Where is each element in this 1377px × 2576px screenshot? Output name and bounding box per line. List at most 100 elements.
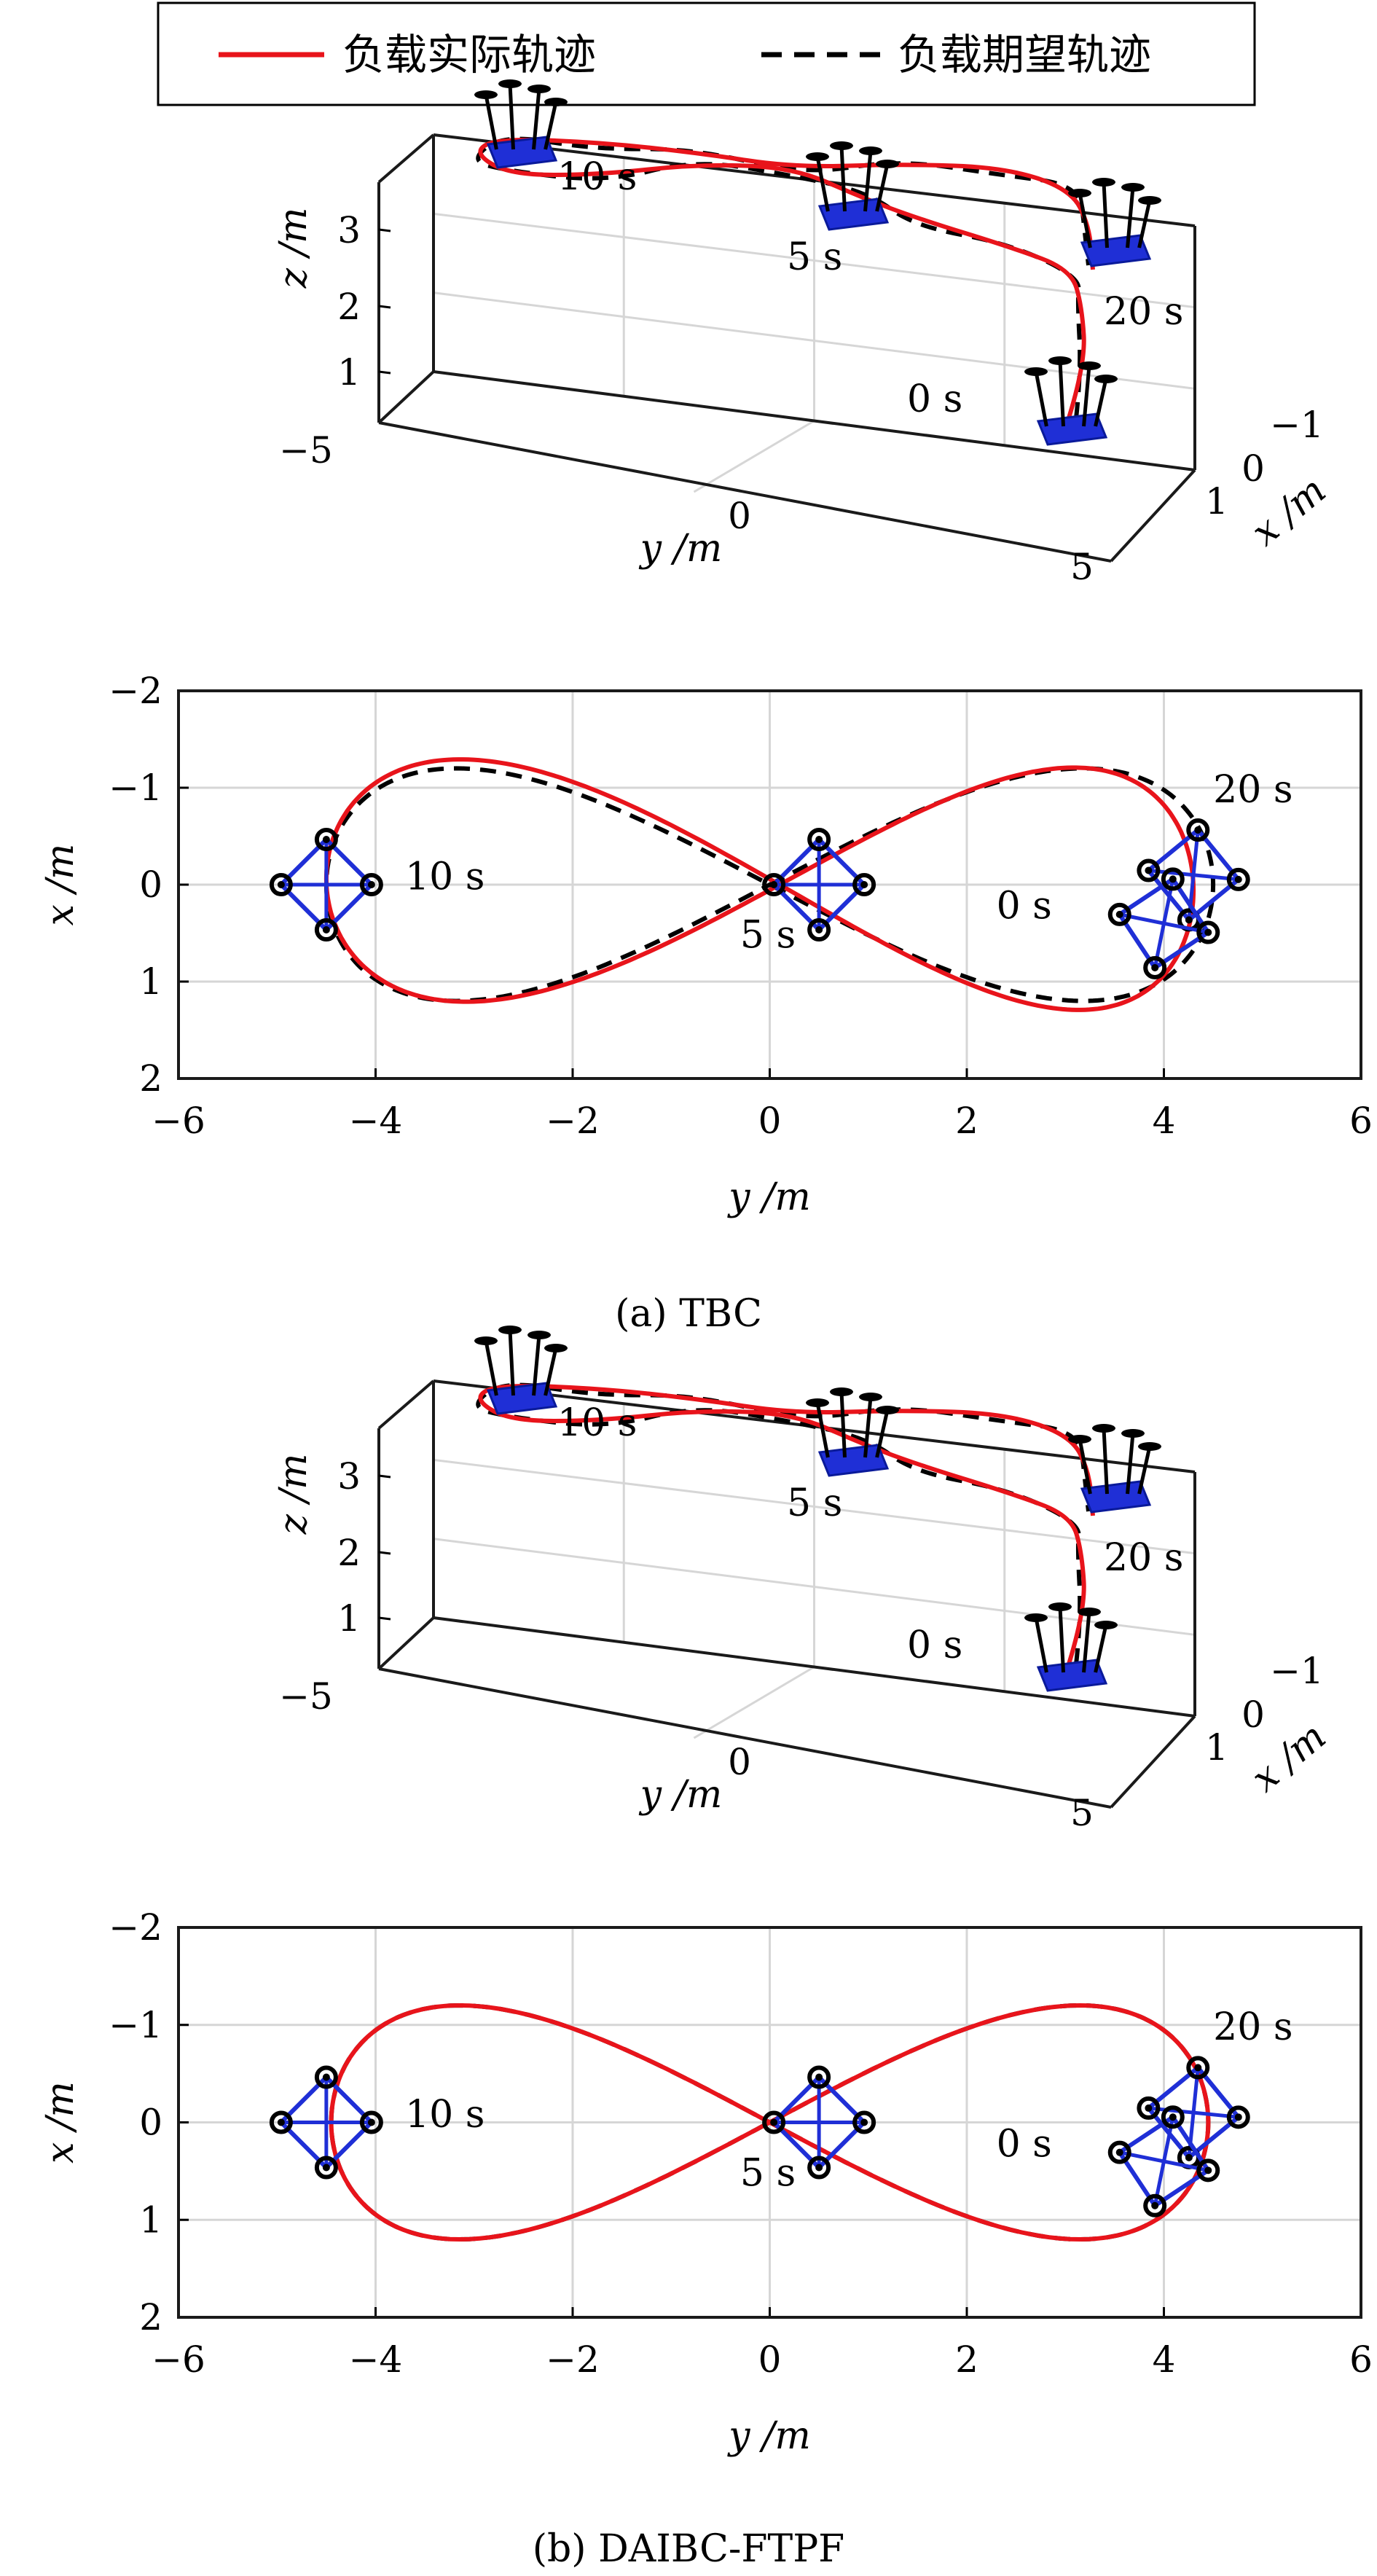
rotor-icon: [1107, 2140, 1131, 2164]
rotor-hub-icon: [322, 926, 330, 933]
y-tick-label: −5: [279, 429, 333, 471]
rotor-icon: [1143, 2193, 1167, 2217]
rotor-hub-icon: [1194, 2064, 1202, 2072]
rotor-hub-icon: [1115, 910, 1123, 918]
rotor-icon: [1138, 196, 1161, 205]
quad-arm: [1148, 869, 1239, 882]
x-tick-label: 4: [1153, 2338, 1176, 2381]
rotor-icon: [314, 2065, 338, 2089]
quad-leg: [484, 94, 498, 150]
rotor-icon: [852, 873, 876, 896]
rotor-icon: [1068, 1435, 1091, 1444]
quad-leg: [1058, 360, 1065, 427]
quad-arm: [1148, 2106, 1239, 2119]
y-tick-label: 2: [139, 1057, 162, 1100]
z-tick-label: 3: [337, 209, 361, 251]
rotor-hub-icon: [1234, 875, 1242, 883]
rotor-icon: [876, 1406, 899, 1414]
box-edge: [378, 1667, 1112, 1809]
y-tick-label: 0: [139, 864, 162, 906]
rotor-icon: [1107, 902, 1131, 926]
x-tick-label: −2: [546, 1100, 600, 1142]
rotor-icon: [1226, 2105, 1250, 2129]
z-tick: [378, 1474, 391, 1479]
quad-markers: [269, 2056, 1250, 2217]
box-edge: [377, 1379, 435, 1430]
y-tick-label: 0: [728, 1741, 751, 1783]
z-tick-label: 3: [337, 1455, 361, 1498]
rotor-icon: [527, 1331, 551, 1339]
rotor-icon: [498, 79, 522, 88]
quad-leg: [1078, 1438, 1092, 1495]
rotor-icon: [1186, 818, 1210, 842]
plot-frame: [177, 1926, 1362, 2319]
rotor-icon: [859, 146, 882, 155]
rotor-icon: [269, 873, 293, 896]
rotor-icon: [314, 828, 338, 851]
x-tick-label: 4: [1153, 1100, 1176, 1142]
rotor-hub-icon: [770, 2118, 778, 2126]
rotor-icon: [762, 2110, 786, 2134]
actual-trajectory-line: [478, 1384, 1095, 1669]
quad-markers: [474, 1326, 1161, 1692]
legend-actual-label: 负载实际轨迹: [342, 30, 596, 79]
rotor-hub-icon: [367, 881, 375, 888]
rotor-hub-icon: [277, 2118, 285, 2126]
x-tick-label: −4: [349, 1100, 403, 1142]
quad-leg: [1126, 1433, 1135, 1495]
quad-body: [486, 1382, 558, 1415]
x-tick-label: 2: [955, 2338, 978, 2381]
quad-leg: [544, 101, 558, 150]
x-tick-label: 0: [758, 1100, 782, 1142]
y-axis-label: y /m: [639, 1773, 723, 1817]
box-edge: [377, 1616, 435, 1670]
grid-line: [693, 1666, 815, 1739]
rotor-hub-icon: [1204, 2166, 1212, 2174]
x-tick-label: −1: [1270, 404, 1324, 446]
time-label-0s: 0 s: [997, 885, 1052, 928]
quad-leg: [544, 1347, 558, 1396]
quad-leg: [863, 1396, 873, 1458]
rotor-icon: [1048, 356, 1072, 365]
quad-leg: [1094, 378, 1108, 427]
quad-leg: [815, 156, 830, 212]
time-label-5s: 5 s: [787, 235, 842, 279]
quad-body: [1080, 234, 1152, 267]
quad-body: [1036, 412, 1108, 446]
y-axis-label: y /m: [639, 527, 723, 571]
rotor-hub-icon: [367, 2118, 375, 2126]
rotor-hub-icon: [1145, 866, 1153, 874]
rotor-hub-icon: [1234, 2113, 1242, 2121]
z-axis-label: z /m: [272, 1454, 315, 1535]
y-tick-label: −2: [109, 670, 162, 712]
quad-leg: [875, 1409, 890, 1458]
quad-leg: [1126, 187, 1135, 248]
x-tick-label: 1: [1205, 480, 1228, 522]
rotor-icon: [1024, 1613, 1048, 1622]
desired-trajectory-line: [323, 766, 1216, 1003]
rotor-icon: [807, 2156, 831, 2180]
y-tick-label: 0: [139, 2102, 162, 2144]
rotor-icon: [1078, 1608, 1101, 1616]
y-tick-label: −1: [109, 2004, 162, 2046]
quad-leg: [1137, 200, 1152, 248]
rotor-icon: [830, 141, 853, 150]
box-edge: [433, 370, 1196, 471]
quad-leg: [863, 150, 873, 212]
z-tick-label: 1: [337, 351, 361, 394]
rotor-hub-icon: [1194, 826, 1202, 834]
rotor-icon: [544, 98, 568, 106]
rotor-icon: [806, 1398, 829, 1407]
x-tick-label: 0: [758, 2338, 782, 2381]
rotor-icon: [1094, 1621, 1118, 1629]
x-tick-label: −6: [152, 2338, 205, 2381]
rotor-icon: [807, 918, 831, 941]
rotor-icon: [1196, 920, 1220, 944]
quad-leg: [1078, 192, 1092, 248]
rotor-hub-icon: [1145, 2104, 1153, 2112]
grid-line: [433, 1538, 1196, 1636]
quad-leg: [508, 1329, 515, 1396]
x-tick-label: 0: [1241, 1694, 1265, 1736]
